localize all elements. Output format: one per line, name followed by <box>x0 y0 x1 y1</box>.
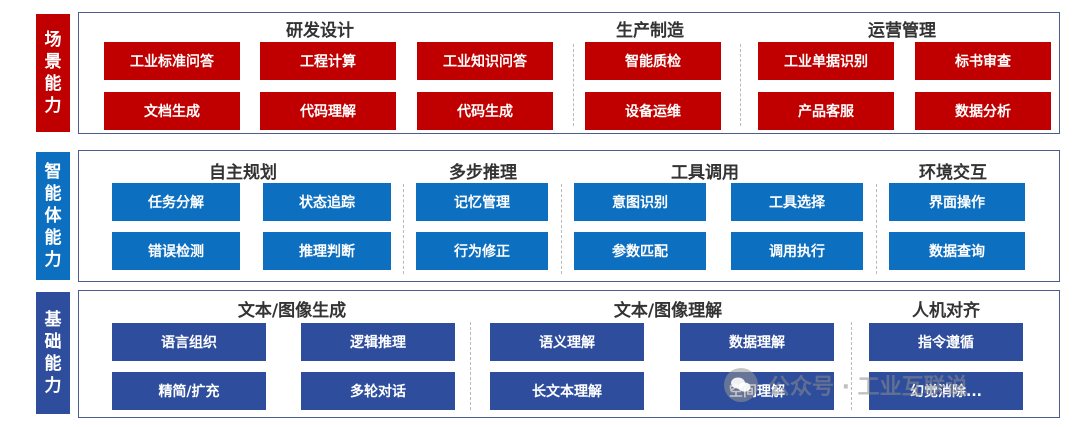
section-divider <box>740 44 741 126</box>
side-char: 场 <box>44 30 62 50</box>
section-title-human-alignment: 人机对齐 <box>912 301 980 321</box>
btn-logical-reasoning[interactable]: 逻辑推理 <box>301 323 455 361</box>
scene-capability-panel <box>78 12 1060 134</box>
agent-capability-label: 智 能 体 能 力 <box>36 152 70 280</box>
btn-smart-quality-inspection[interactable]: 智能质检 <box>585 42 721 80</box>
section-divider <box>403 184 404 274</box>
section-title-multistep-reasoning: 多步推理 <box>449 163 517 183</box>
btn-instruction-following[interactable]: 指令遵循 <box>869 323 1023 361</box>
section-divider <box>876 184 877 274</box>
btn-hallucination-removal[interactable]: 幻觉消除... <box>869 372 1023 410</box>
section-divider <box>561 184 562 274</box>
btn-semantic-understanding[interactable]: 语义理解 <box>490 323 644 361</box>
btn-doc-generation[interactable]: 文档生成 <box>104 92 240 130</box>
btn-call-execution[interactable]: 调用执行 <box>731 232 863 270</box>
side-char: 景 <box>44 52 62 72</box>
btn-condense-expand[interactable]: 精简/扩充 <box>112 372 266 410</box>
side-char: 基 <box>44 310 62 330</box>
btn-industrial-knowledge-qa[interactable]: 工业知识问答 <box>417 42 553 80</box>
scene-capability-label: 场 景 能 力 <box>36 14 70 132</box>
btn-interface-operation[interactable]: 界面操作 <box>889 183 1025 221</box>
btn-language-organization[interactable]: 语言组织 <box>112 323 266 361</box>
btn-intent-recognition[interactable]: 意图识别 <box>574 183 706 221</box>
btn-industrial-standard-qa[interactable]: 工业标准问答 <box>104 42 240 80</box>
section-divider <box>851 322 852 410</box>
section-title-environment-interaction: 环境交互 <box>919 163 987 183</box>
btn-data-analysis[interactable]: 数据分析 <box>915 92 1051 130</box>
side-char: 力 <box>44 96 62 116</box>
section-title-text-image-generation: 文本/图像生成 <box>237 301 347 321</box>
btn-tool-selection[interactable]: 工具选择 <box>731 183 863 221</box>
side-char: 能 <box>44 74 62 94</box>
btn-memory-management[interactable]: 记忆管理 <box>416 183 548 221</box>
btn-equipment-maintenance[interactable]: 设备运维 <box>585 92 721 130</box>
btn-data-understanding[interactable]: 数据理解 <box>680 323 834 361</box>
btn-reasoning-judgment[interactable]: 推理判断 <box>263 232 391 270</box>
side-char: 体 <box>44 206 62 226</box>
btn-multi-turn-dialog[interactable]: 多轮对话 <box>301 372 455 410</box>
btn-parameter-matching[interactable]: 参数匹配 <box>574 232 706 270</box>
btn-document-recognition[interactable]: 工业单据识别 <box>758 42 894 80</box>
side-char: 能 <box>44 184 62 204</box>
btn-product-support[interactable]: 产品客服 <box>758 92 894 130</box>
section-title-text-image-understanding: 文本/图像理解 <box>613 301 723 321</box>
section-title-operations: 运营管理 <box>868 21 936 41</box>
btn-engineering-calc[interactable]: 工程计算 <box>260 42 396 80</box>
btn-task-decomposition[interactable]: 任务分解 <box>112 183 240 221</box>
btn-code-generation[interactable]: 代码生成 <box>417 92 553 130</box>
btn-error-detection[interactable]: 错误检测 <box>112 232 240 270</box>
section-divider <box>573 44 574 126</box>
btn-code-understanding[interactable]: 代码理解 <box>260 92 396 130</box>
section-title-autonomous-planning: 自主规划 <box>209 163 277 183</box>
btn-long-text-understanding[interactable]: 长文本理解 <box>490 372 644 410</box>
btn-bid-review[interactable]: 标书审查 <box>915 42 1051 80</box>
section-divider <box>470 322 471 410</box>
side-char: 能 <box>44 354 62 374</box>
side-char: 能 <box>44 228 62 248</box>
section-title-rd-design: 研发设计 <box>286 21 354 41</box>
btn-spatial-understanding[interactable]: 空间理解 <box>680 372 834 410</box>
btn-state-tracking[interactable]: 状态追踪 <box>263 183 391 221</box>
side-char: 智 <box>44 162 62 182</box>
btn-behavior-correction[interactable]: 行为修正 <box>416 232 548 270</box>
side-char: 力 <box>44 250 62 270</box>
section-title-tool-use: 工具调用 <box>671 163 739 183</box>
base-capability-label: 基 础 能 力 <box>36 292 70 414</box>
side-char: 础 <box>44 332 62 352</box>
side-char: 力 <box>44 376 62 396</box>
btn-data-query[interactable]: 数据查询 <box>889 232 1025 270</box>
section-title-production: 生产制造 <box>616 21 684 41</box>
